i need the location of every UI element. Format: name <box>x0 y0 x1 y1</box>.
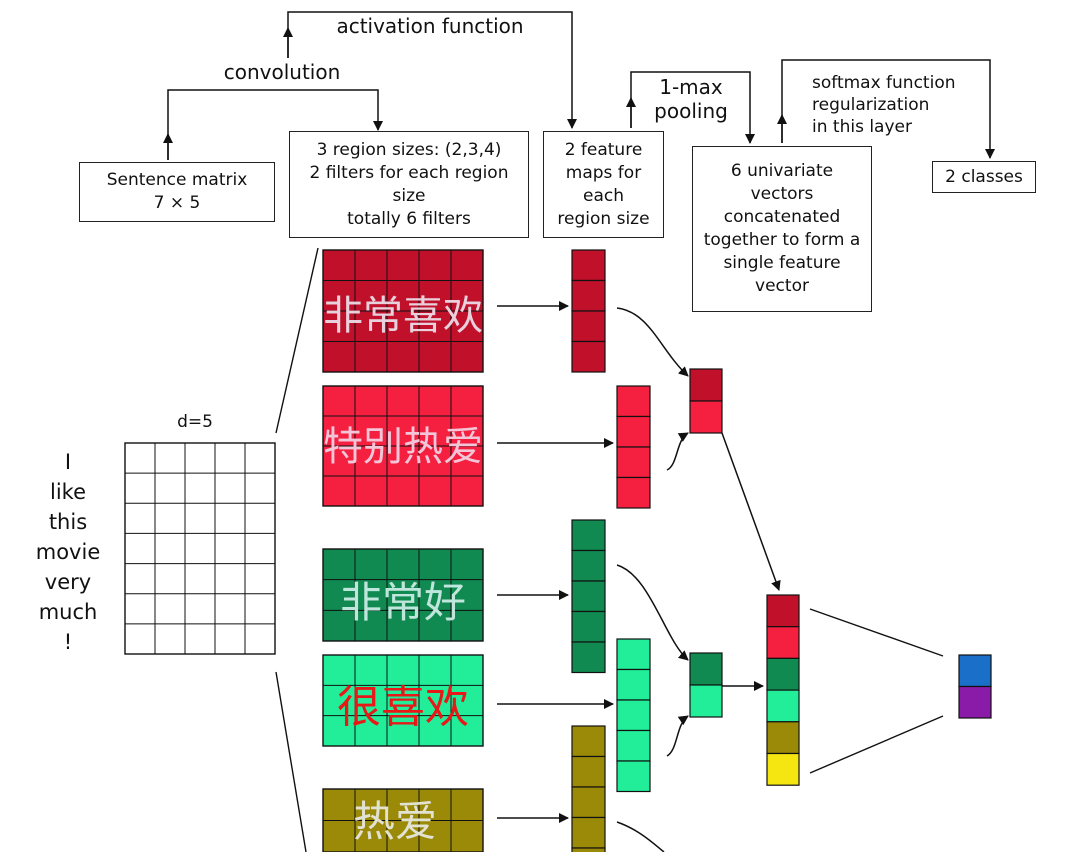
feature-map-5 <box>571 725 606 852</box>
convolution-connector <box>167 89 383 160</box>
filter-region3-b <box>322 654 484 747</box>
sentence-matrix-box: Sentence matrix 7 × 5 <box>79 162 275 222</box>
feature-map-4 <box>616 638 651 793</box>
feature-map-2 <box>616 385 651 509</box>
sentence-matrix-grid <box>124 442 276 655</box>
projection-line-bottom <box>275 671 307 852</box>
filter-region3-a <box>322 548 484 642</box>
projection-line-top <box>275 247 319 434</box>
softmax-connector <box>781 59 995 159</box>
dimension-label: d=5 <box>177 412 213 432</box>
arrow-pool1-concat <box>721 432 781 591</box>
feature-maps-box: 2 feature maps for each region size <box>543 131 664 238</box>
concatenated-feature-vector <box>766 594 800 786</box>
arrow-map1-pool <box>616 307 689 377</box>
softmax-note-label: softmax function regularization in this … <box>812 73 956 137</box>
univariate-vectors-box: 6 univariate vectors concatenated togeth… <box>692 146 872 312</box>
output-line-top <box>809 608 944 657</box>
filter-region4-b <box>322 385 484 507</box>
pooled-pair-1 <box>689 368 723 434</box>
pooled-pair-2 <box>689 652 723 718</box>
one-max-pooling-label: 1-max pooling <box>654 75 728 123</box>
convolution-label: convolution <box>223 60 341 84</box>
feature-map-1 <box>571 249 606 373</box>
arrow-map2-pool <box>666 432 689 471</box>
filter-region4-a <box>322 249 484 373</box>
output-classes-vector <box>958 654 992 719</box>
sentence-words: I like this movie very much ! <box>35 450 101 654</box>
arrow-map5-pool <box>616 821 665 852</box>
region-sizes-box: 3 region sizes: (2,3,4) 2 filters for ea… <box>289 131 529 238</box>
feature-map-3 <box>571 519 606 674</box>
output-line-bottom <box>809 715 944 774</box>
two-classes-box: 2 classes <box>932 161 1036 193</box>
activation-function-label: activation function <box>336 14 524 38</box>
arrow-map4-pool <box>666 715 689 757</box>
arrow-map3-pool <box>616 564 689 661</box>
filter-region2-a <box>322 788 484 852</box>
